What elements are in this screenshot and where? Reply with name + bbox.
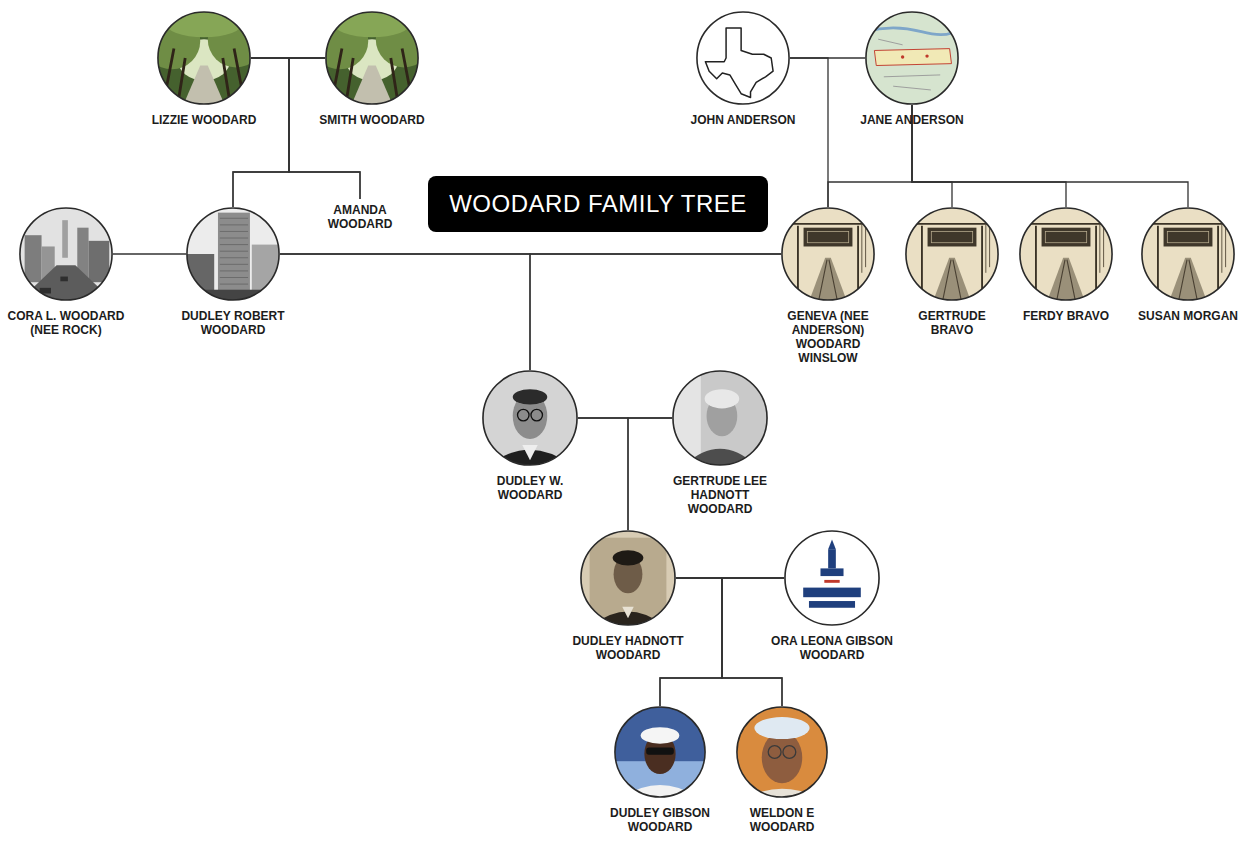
portrait-image (905, 207, 999, 301)
family-line (530, 254, 781, 370)
portrait-circle (781, 207, 875, 301)
person-node: DUDLEY ROBERT WOODARD (173, 207, 293, 337)
person-node: GERTRUDE BRAVO (902, 207, 1002, 337)
person-name: AMANDA WOODARD (320, 203, 400, 231)
portrait-image (186, 207, 280, 301)
person-name: FERDY BRAVO (1016, 309, 1116, 323)
person-node: GERTRUDE LEE HADNOTT WOODARD (662, 370, 778, 516)
person-name: ORA LEONA GIBSON WOODARD (770, 634, 894, 662)
portrait-circle (736, 706, 828, 798)
portrait-circle (672, 370, 768, 466)
person-name: GENEVA (NEE ANDERSON) WOODARD WINSLOW (776, 309, 880, 365)
person-name: JOHN ANDERSON (683, 113, 803, 127)
person-node: LIZZIE WOODARD (144, 11, 264, 127)
portrait-circle (784, 530, 880, 626)
portrait-image (1141, 207, 1235, 301)
diagram-title: WOODARD FAMILY TREE (449, 190, 747, 218)
person-node: SUSAN MORGAN (1138, 207, 1238, 323)
portrait-image (672, 370, 768, 466)
portrait-image (736, 706, 828, 798)
portrait-circle (186, 207, 280, 301)
person-node: CORA L. WOODARD (NEE ROCK) (4, 207, 128, 337)
person-name: GERTRUDE BRAVO (902, 309, 1002, 337)
family-line (233, 58, 325, 207)
person-name: LIZZIE WOODARD (144, 113, 264, 127)
person-node: FERDY BRAVO (1016, 207, 1116, 323)
portrait-circle (482, 370, 578, 466)
person-name: SMITH WOODARD (312, 113, 432, 127)
portrait-image (696, 11, 790, 105)
person-name: GERTRUDE LEE HADNOTT WOODARD (662, 474, 778, 516)
portrait-circle (614, 706, 706, 798)
family-line (578, 418, 628, 530)
portrait-circle (580, 530, 676, 626)
portrait-image (19, 207, 113, 301)
person-name: DUDLEY HADNOTT WOODARD (566, 634, 690, 662)
portrait-image (157, 11, 251, 105)
family-line (676, 578, 782, 706)
portrait-circle (19, 207, 113, 301)
person-node: DUDLEY GIBSON WOODARD (600, 706, 720, 834)
family-line (790, 58, 828, 207)
portrait-image (580, 530, 676, 626)
person-name: SUSAN MORGAN (1138, 309, 1238, 323)
portrait-circle (865, 11, 959, 105)
family-line (628, 418, 672, 530)
person-node: SMITH WOODARD (312, 11, 432, 127)
person-node: ORA LEONA GIBSON WOODARD (770, 530, 894, 662)
portrait-image (325, 11, 419, 105)
portrait-image (482, 370, 578, 466)
person-name: WELDON E WOODARD (727, 806, 837, 834)
portrait-circle (325, 11, 419, 105)
family-line (113, 253, 186, 254)
portrait-image (784, 530, 880, 626)
portrait-circle (1141, 207, 1235, 301)
person-node: JANE ANDERSON (852, 11, 972, 127)
person-name: CORA L. WOODARD (NEE ROCK) (4, 309, 128, 337)
portrait-circle (696, 11, 790, 105)
portrait-circle (1019, 207, 1113, 301)
person-name: DUDLEY GIBSON WOODARD (600, 806, 720, 834)
person-node: WELDON E WOODARD (727, 706, 837, 834)
title-box: WOODARD FAMILY TREE (428, 176, 768, 232)
person-name: JANE ANDERSON (852, 113, 972, 127)
family-line (280, 254, 530, 370)
person-node: GENEVA (NEE ANDERSON) WOODARD WINSLOW (776, 207, 880, 365)
person-node: AMANDA WOODARD (320, 203, 400, 231)
portrait-image (614, 706, 706, 798)
portrait-circle (157, 11, 251, 105)
person-node: DUDLEY HADNOTT WOODARD (566, 530, 690, 662)
person-node: JOHN ANDERSON (683, 11, 803, 127)
person-node: DUDLEY W. WOODARD (475, 370, 585, 502)
person-name: DUDLEY ROBERT WOODARD (173, 309, 293, 337)
portrait-image (1019, 207, 1113, 301)
portrait-circle (905, 207, 999, 301)
portrait-image (781, 207, 875, 301)
person-name: DUDLEY W. WOODARD (475, 474, 585, 502)
portrait-image (865, 11, 959, 105)
